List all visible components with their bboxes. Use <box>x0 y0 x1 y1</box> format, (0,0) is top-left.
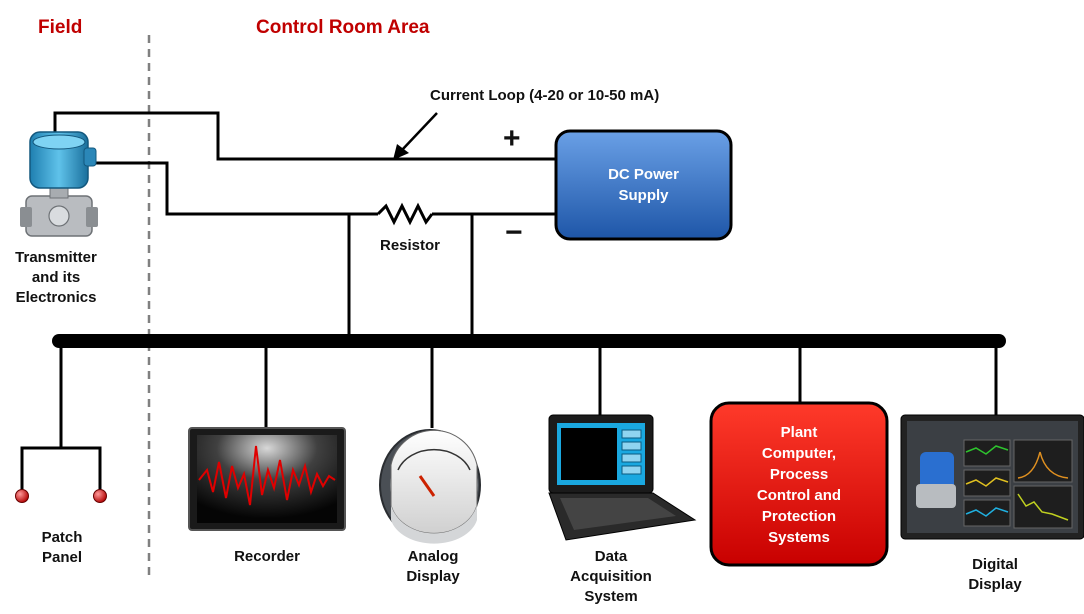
positive-terminal-label: + <box>503 122 521 155</box>
bus-drop-lines <box>59 347 998 448</box>
signal-bus <box>52 334 1006 348</box>
control-room-section-title: Control Room Area <box>256 17 430 38</box>
digital-display-graphic <box>900 414 1084 540</box>
recorder-label: Recorder <box>234 548 300 565</box>
data-acquisition-label: Data Acquisition System <box>570 548 652 605</box>
resistor-label: Resistor <box>379 237 441 254</box>
recorder-graphic <box>188 427 346 531</box>
current-loop-wiring <box>38 111 556 336</box>
dc-power-supply-box <box>554 129 733 241</box>
transmitter-label: Transmitter and its Electronics <box>15 249 97 306</box>
digital-display-label: Digital Display <box>968 556 1022 593</box>
patch-panel-label: Patch Panel <box>41 529 83 566</box>
transmitter-graphic <box>20 131 98 237</box>
current-loop-arrow <box>393 112 438 160</box>
analog-display-label: Analog Display <box>406 548 460 585</box>
analog-display-graphic <box>379 429 481 544</box>
plant-computer-label: Plant Computer, Process Control and Prot… <box>756 424 842 546</box>
dc-power-supply-label: DC Power Supply <box>608 166 679 204</box>
field-section-title: Field <box>38 17 83 38</box>
data-acquisition-laptop-graphic <box>548 414 697 541</box>
current-loop-label: Current Loop (4-20 or 10-50 mA) <box>430 87 660 104</box>
plant-computer-box <box>709 401 889 567</box>
negative-terminal-label: − <box>505 216 523 249</box>
patch-panel-graphic <box>15 446 107 503</box>
